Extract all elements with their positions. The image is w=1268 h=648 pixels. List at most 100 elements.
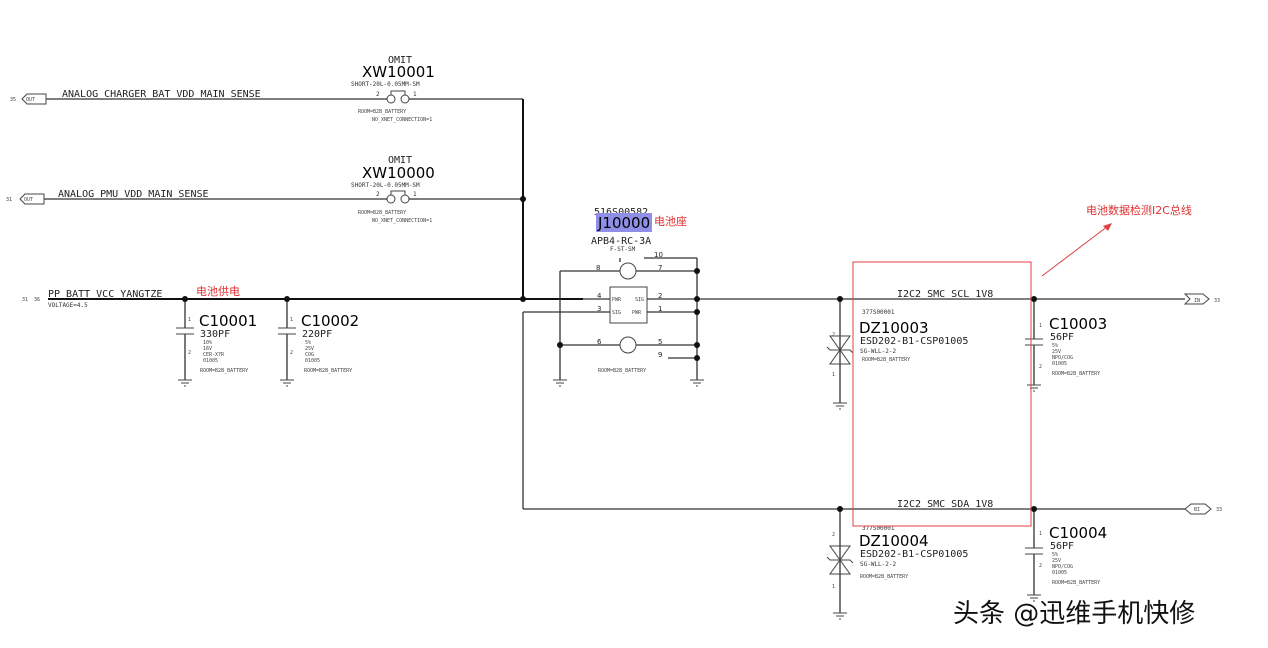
svg-text:2: 2 (290, 350, 293, 356)
svg-text:C10002: C10002 (301, 312, 359, 330)
c10004-capacitor[interactable]: 1 2 C10004 56PF 5% 25V NPO/COG 01005 ROO… (1025, 524, 1107, 586)
annotation-i2c-bus: 电池数据检测I2C总线 (1086, 203, 1192, 217)
xw10000-short[interactable]: OMIT XW10000 SHORT-20L-0.05MM-SM 2 1 ROO… (351, 155, 435, 224)
svg-text:5%: 5% (305, 340, 311, 346)
svg-text:10: 10 (654, 251, 663, 259)
c10003-capacitor[interactable]: 1 2 C10003 56PF 5% 25V NPO/COG 01005 ROO… (1025, 315, 1107, 377)
svg-text:APB4-RC-3A: APB4-RC-3A (591, 236, 651, 247)
dz10003-esd-diode[interactable]: 2 1 377S00001 DZ10003 ESD202-B1-CSP01005… (826, 309, 968, 380)
port-in-scl[interactable]: IN 33 (1183, 293, 1220, 305)
svg-text:COG: COG (305, 352, 314, 358)
svg-text:C10001: C10001 (199, 312, 257, 330)
svg-text:31: 31 (22, 297, 28, 303)
svg-text:SIG: SIG (635, 297, 644, 303)
svg-text:4: 4 (597, 292, 602, 300)
svg-text:CER-X7R: CER-X7R (203, 352, 225, 358)
c10002-capacitor[interactable]: 1 2 C10002 220PF 5% 25V COG 01005 ROOM=B… (278, 312, 359, 374)
svg-text:2: 2 (1039, 563, 1042, 569)
svg-text:01005: 01005 (1052, 570, 1067, 576)
ground-symbol (178, 379, 192, 387)
svg-text:ESD202-B1-CSP01005: ESD202-B1-CSP01005 (860, 336, 968, 347)
annotation-battery-supply: 电池供电 (196, 284, 240, 298)
ground-symbol (1027, 594, 1041, 602)
net-voltage: VOLTAGE=4.5 (48, 302, 88, 309)
net-label-scl: I2C2_SMC_SCL_1V8 (897, 289, 993, 300)
svg-text:5: 5 (658, 338, 662, 346)
svg-text:XW10001: XW10001 (362, 63, 435, 81)
svg-text:BI: BI (1194, 507, 1200, 513)
svg-text:56PF: 56PF (1050, 332, 1074, 343)
svg-text:2: 2 (658, 292, 662, 300)
svg-text:7: 7 (658, 264, 662, 272)
port-batt-refs: 31 36 (22, 297, 40, 303)
svg-text:1: 1 (832, 584, 835, 590)
svg-text:5%: 5% (1052, 343, 1058, 349)
svg-text:XW10000: XW10000 (362, 164, 435, 182)
svg-text:2: 2 (376, 91, 380, 98)
svg-text:1: 1 (290, 317, 293, 323)
svg-text:2: 2 (376, 191, 380, 198)
svg-text:ROOM=B2B_BATTERY: ROOM=B2B_BATTERY (358, 109, 406, 115)
svg-text:8: 8 (596, 264, 600, 272)
svg-text:377S00001: 377S00001 (862, 309, 895, 316)
svg-text:220PF: 220PF (302, 329, 332, 340)
svg-text:1: 1 (1039, 531, 1042, 537)
svg-text:1: 1 (658, 305, 662, 313)
j10000-connector[interactable]: 516S00582 J10000 APB4-RC-3A F-ST-SM PWR … (583, 207, 668, 374)
svg-text:ROOM=B2B_BATTERY: ROOM=B2B_BATTERY (304, 368, 352, 374)
junction-dots (182, 196, 1037, 512)
svg-text:25V: 25V (1052, 349, 1061, 355)
svg-text:OUT: OUT (24, 197, 33, 203)
svg-text:56PF: 56PF (1050, 541, 1074, 552)
svg-text:PWR: PWR (632, 310, 642, 316)
svg-text:516S00582: 516S00582 (594, 207, 648, 218)
annotation-arrow (1041, 223, 1112, 277)
ground-symbol (833, 612, 847, 620)
watermark: 头条 @迅维手机快修 (953, 599, 1195, 629)
j10000-highlight (596, 213, 652, 232)
svg-text:C10003: C10003 (1049, 315, 1107, 333)
svg-text:NPO/COG: NPO/COG (1052, 355, 1073, 361)
svg-text:NO_XNET_CONNECTION=1: NO_XNET_CONNECTION=1 (372, 218, 432, 224)
port-bi-sda[interactable]: BI 33 (1184, 503, 1222, 515)
svg-text:NPO/COG: NPO/COG (1052, 564, 1073, 570)
net-label-batt: PP_BATT_VCC_YANGTZE (48, 289, 162, 300)
svg-text:SG-WLL-2-2: SG-WLL-2-2 (860, 348, 897, 355)
svg-text:ROOM=B2B_BATTERY: ROOM=B2B_BATTERY (1052, 580, 1100, 586)
svg-text:2: 2 (832, 332, 835, 338)
svg-text:01005: 01005 (1052, 361, 1067, 367)
svg-text:2: 2 (188, 350, 191, 356)
svg-text:3: 3 (597, 305, 601, 313)
svg-text:33: 33 (1216, 507, 1222, 513)
xw10001-short[interactable]: OMIT XW10001 SHORT-20L-0.05MM-SM 2 1 ROO… (351, 55, 435, 123)
svg-text:OMIT: OMIT (388, 55, 412, 66)
dz10004-esd-diode[interactable]: 2 1 377S00001 DZ10004 ESD202-B1-CSP01005… (826, 525, 968, 590)
svg-text:1: 1 (1039, 323, 1042, 329)
svg-text:1: 1 (832, 372, 835, 378)
svg-text:5%: 5% (1052, 552, 1058, 558)
svg-text:OMIT: OMIT (388, 155, 412, 166)
svg-text:SHORT-20L-0.05MM-SM: SHORT-20L-0.05MM-SM (351, 81, 420, 88)
port-out-charger[interactable]: OUT 35 (10, 93, 47, 105)
svg-text:C10004: C10004 (1049, 524, 1107, 542)
svg-text:377S00001: 377S00001 (862, 525, 895, 532)
svg-text:SHORT-20L-0.05MM-SM: SHORT-20L-0.05MM-SM (351, 182, 420, 189)
i2c-highlight-box (852, 261, 1032, 527)
svg-text:25V: 25V (1052, 558, 1061, 564)
svg-text:2: 2 (1039, 364, 1042, 370)
svg-text:ROOM=B2B_BATTERY: ROOM=B2B_BATTERY (860, 574, 908, 580)
ground-symbol (690, 379, 704, 387)
svg-text:F-ST-SM: F-ST-SM (610, 246, 636, 253)
svg-text:ROOM=B2B_BATTERY: ROOM=B2B_BATTERY (200, 368, 248, 374)
svg-text:PWR: PWR (612, 297, 622, 303)
svg-text:DZ10004: DZ10004 (859, 532, 929, 550)
svg-text:IN: IN (1194, 298, 1200, 304)
svg-text:OUT: OUT (26, 97, 35, 103)
c10001-capacitor[interactable]: 1 2 C10001 330PF 10% 16V CER-X7R 01005 R… (176, 312, 257, 374)
svg-text:10%: 10% (203, 340, 212, 346)
port-out-pmu[interactable]: OUT 31 (6, 193, 45, 205)
svg-text:ROOM=B2B_BATTERY: ROOM=B2B_BATTERY (358, 210, 406, 216)
svg-text:33: 33 (1214, 298, 1220, 304)
svg-text:ESD202-B1-CSP01005: ESD202-B1-CSP01005 (860, 549, 968, 560)
svg-text:SIG: SIG (612, 310, 621, 316)
